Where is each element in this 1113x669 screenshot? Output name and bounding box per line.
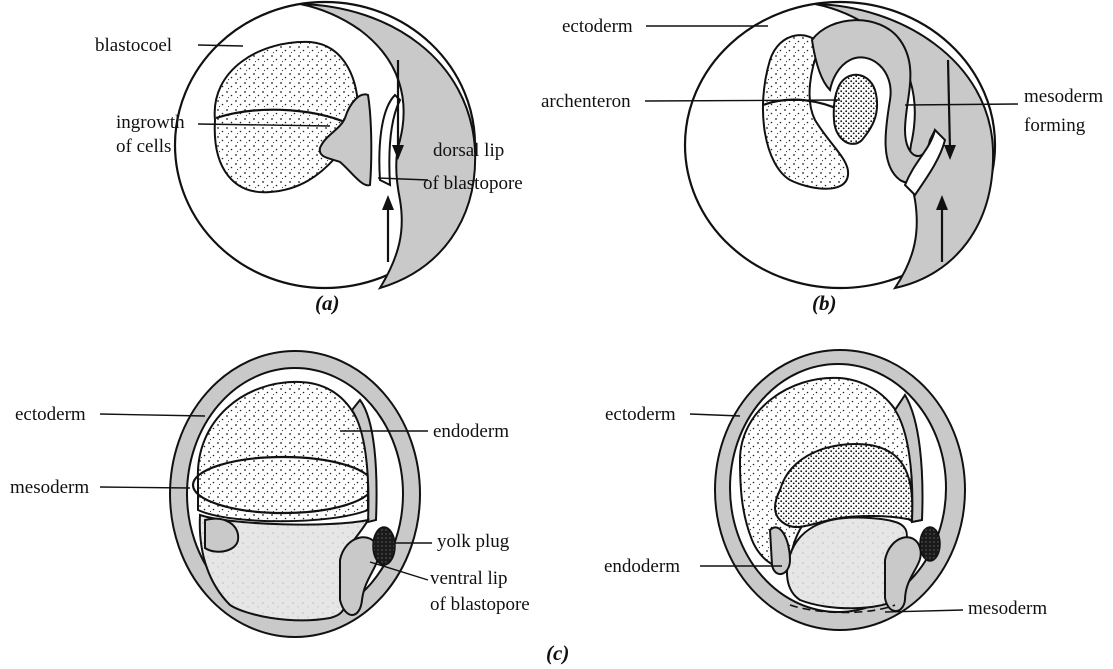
label-yolk-plug: yolk plug bbox=[437, 531, 510, 552]
panel-c-right: ectoderm endoderm mesoderm bbox=[604, 350, 1047, 630]
label-mesoderm-c-right: mesoderm bbox=[968, 598, 1047, 619]
label-mesoderm-c-left: mesoderm bbox=[10, 477, 89, 498]
caption-c: (c) bbox=[546, 641, 569, 665]
archenteron bbox=[834, 75, 877, 144]
label-of-cells: of cells bbox=[116, 136, 171, 157]
label-archenteron: archenteron bbox=[541, 91, 631, 112]
label-mesoderm-forming: mesoderm bbox=[1024, 86, 1103, 107]
yolk-plug-c-right bbox=[920, 527, 940, 561]
leader-blastocoel bbox=[198, 45, 243, 46]
label-ectoderm-c-left: ectoderm bbox=[15, 404, 86, 425]
leader-archenteron bbox=[645, 100, 840, 101]
label-dorsal-lip: dorsal lip bbox=[433, 140, 504, 161]
label-of-blastopore-a: of blastopore bbox=[423, 173, 523, 194]
panel-c-left: ectoderm mesoderm endoderm yolk plug ven… bbox=[10, 351, 530, 637]
label-ectoderm-c-right: ectoderm bbox=[605, 404, 676, 425]
label-endoderm-c-right: endoderm bbox=[604, 556, 680, 577]
yolk-plug bbox=[373, 527, 395, 565]
label-endoderm-c-left: endoderm bbox=[433, 421, 509, 442]
label-ectoderm-b: ectoderm bbox=[562, 16, 633, 37]
leader-ectoderm-c-left bbox=[100, 414, 205, 416]
caption-b: (b) bbox=[812, 291, 837, 315]
panel-a: blastocoel ingrowth of cells dorsal lip … bbox=[95, 2, 523, 315]
label-ingrowth: ingrowth bbox=[116, 112, 185, 133]
caption-a: (a) bbox=[315, 291, 340, 315]
label-blastocoel: blastocoel bbox=[95, 35, 172, 56]
label-forming: forming bbox=[1024, 115, 1086, 136]
label-of-blastopore-c: of blastopore bbox=[430, 594, 530, 615]
panel-b: ectoderm archenteron mesoderm forming (b… bbox=[541, 2, 1103, 315]
leader-mesoderm-forming bbox=[905, 104, 1018, 105]
label-ventral-lip: ventral lip bbox=[430, 568, 508, 589]
blastocoel bbox=[215, 42, 359, 192]
leader-ectoderm-c-right bbox=[690, 414, 740, 416]
leader-mesoderm-c-left bbox=[100, 487, 190, 488]
